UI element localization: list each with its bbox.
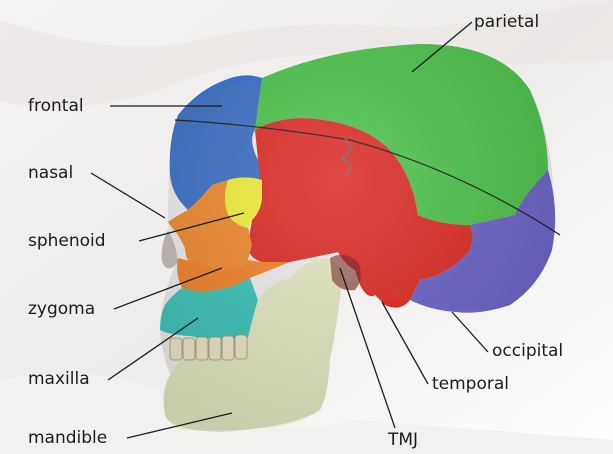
label-temporal: temporal xyxy=(432,374,509,394)
label-sphenoid: sphenoid xyxy=(28,231,106,251)
label-parietal: parietal xyxy=(474,12,539,32)
label-maxilla: maxilla xyxy=(28,369,90,389)
label-tmj: TMJ xyxy=(388,430,418,450)
label-nasal: nasal xyxy=(28,163,73,183)
label-occipital: occipital xyxy=(492,341,563,361)
label-zygoma: zygoma xyxy=(28,299,95,319)
label-frontal: frontal xyxy=(28,96,84,116)
label-mandible: mandible xyxy=(28,428,107,448)
